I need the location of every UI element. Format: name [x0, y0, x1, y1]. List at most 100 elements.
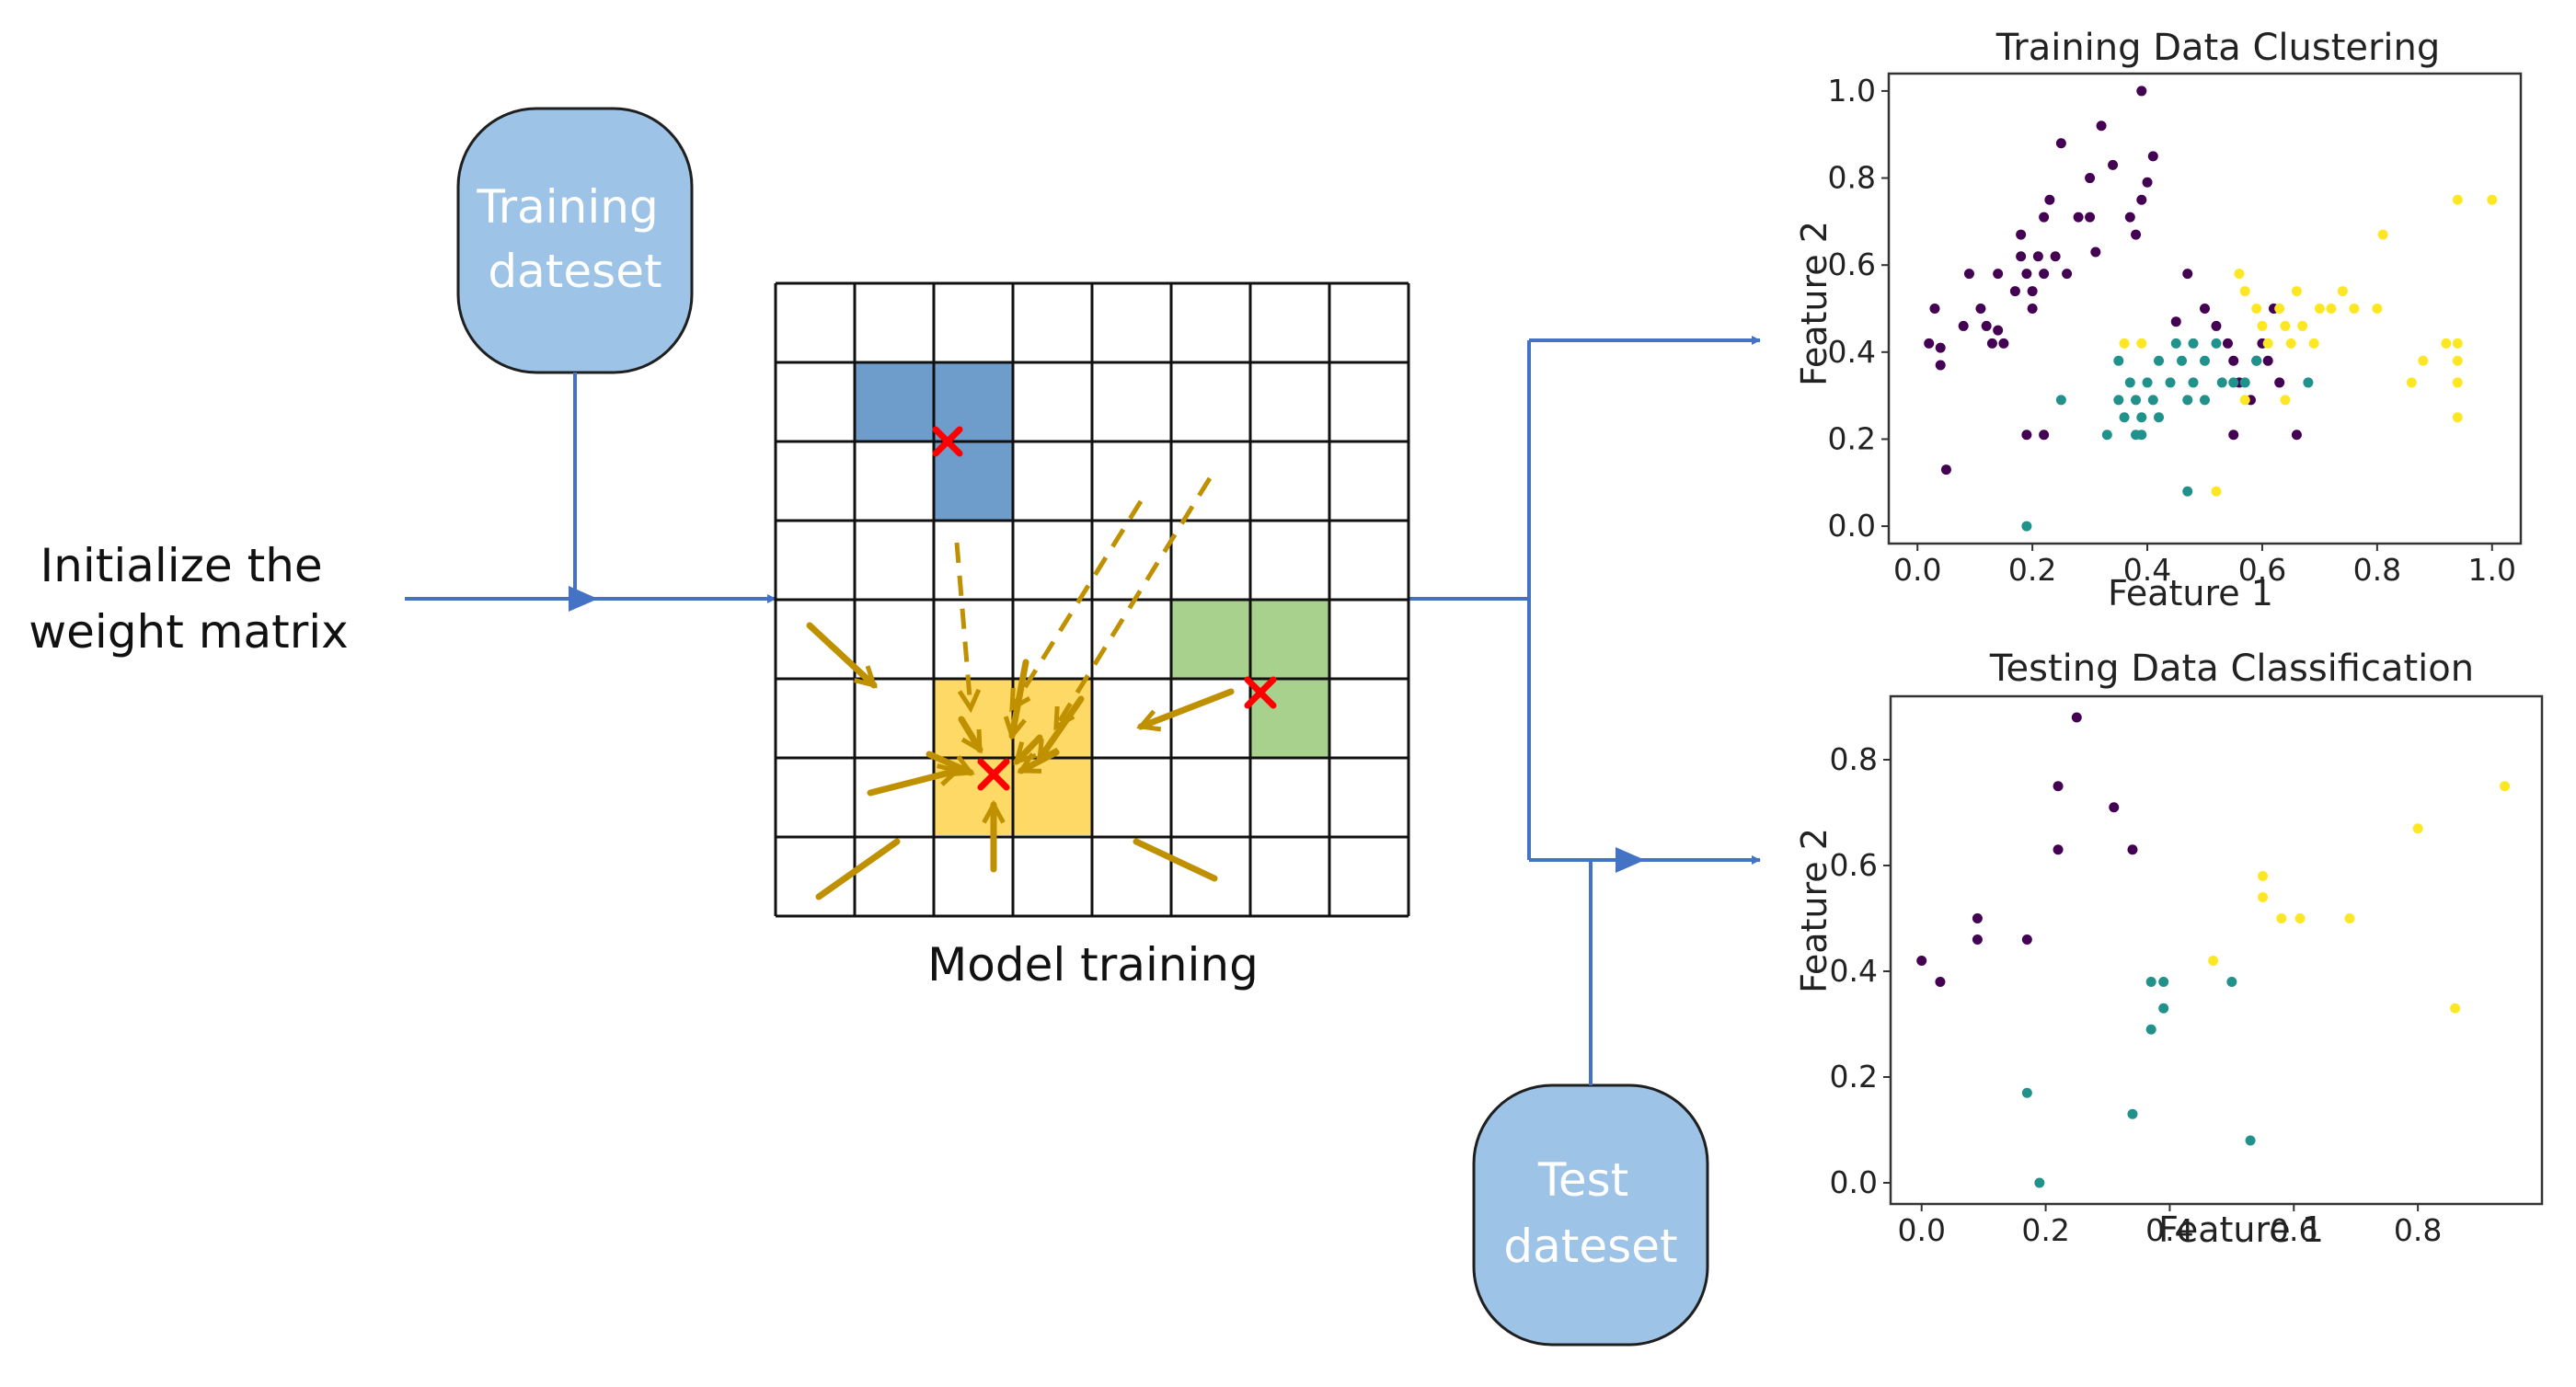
neighbor-arrow: [1013, 734, 1043, 765]
neighbor-arrowhead: [1136, 709, 1162, 732]
neighbor-arrow: [1137, 688, 1235, 730]
bmu-marker-green: [1244, 676, 1277, 709]
neighbor-arrow: [867, 767, 960, 797]
scatter-point: [2055, 395, 2066, 406]
y-tick-label: 0.2: [1830, 1059, 1878, 1095]
scatter-point: [2251, 304, 2262, 314]
svg-text:Training dateset: Training dateset: [476, 180, 673, 298]
scatter-point: [2009, 286, 2020, 297]
grid-cell-blue: [934, 441, 1013, 521]
scatter-point: [2073, 212, 2084, 223]
neighbor-arrow: [1133, 838, 1218, 882]
neighbor-arrowhead: [1037, 738, 1059, 763]
scatter-point: [2158, 1003, 2169, 1014]
scatter-point: [2216, 377, 2227, 388]
scatter-point: [2127, 1108, 2138, 1119]
y-tick-label: 1.0: [1828, 73, 1876, 109]
scatter-point: [1935, 977, 1946, 987]
x-tick-label: 0.2: [2008, 552, 2056, 588]
scatter-point: [2234, 269, 2245, 280]
x-tick-label: 1.0: [2468, 552, 2516, 588]
scatter-point: [2228, 377, 2239, 388]
training-chart-ylabel: Feature 2: [1794, 221, 1834, 386]
neighbor-arrowhead: [1053, 705, 1075, 731]
y-tick-label: 0.0: [1830, 1164, 1878, 1200]
scatter-point: [2039, 269, 2050, 280]
scatter-point: [2021, 269, 2032, 280]
scatter-point: [1916, 956, 1927, 966]
scatter-point: [2487, 194, 2498, 205]
scatter-point: [2108, 159, 2119, 170]
som-grid: [774, 281, 1410, 918]
scatter-point: [2291, 430, 2302, 441]
y-tick-label: 0.2: [1828, 420, 1876, 456]
scatter-point: [1998, 338, 2009, 349]
x-tick-label: 0.8: [2353, 552, 2401, 588]
scatter-point: [2222, 338, 2233, 349]
init-label-line-1: Initialize the: [40, 539, 322, 592]
scatter-point: [2452, 412, 2463, 423]
scatter-point: [2119, 412, 2130, 423]
scatter-point: [2337, 286, 2348, 297]
testing-chart-points: [1916, 712, 2511, 1188]
scatter-point: [1940, 464, 1951, 476]
y-tick-label: 0.8: [1830, 741, 1878, 777]
scatter-point: [2050, 251, 2061, 262]
scatter-point: [1981, 320, 1992, 331]
scatter-point: [2239, 395, 2250, 406]
scatter-point: [2027, 286, 2038, 297]
scatter-point: [2039, 430, 2050, 441]
initialize-weight-matrix-label: Initialize the weight matrix: [29, 539, 348, 659]
scatter-point: [2021, 521, 2032, 532]
scatter-point: [2021, 934, 2032, 945]
scatter-point: [1929, 304, 1940, 314]
scatter-point: [2044, 194, 2055, 205]
scatter-point: [2127, 844, 2138, 855]
scatter-point: [2142, 177, 2153, 188]
scatter-point: [2262, 355, 2273, 366]
bmu-markers: [932, 426, 1277, 791]
grid-lines: [774, 281, 1410, 918]
scatter-point: [2200, 395, 2210, 406]
scatter-point: [2032, 251, 2043, 262]
scatter-point: [2182, 486, 2193, 497]
bmu-marker-yellow: [977, 758, 1010, 791]
scatter-point: [2071, 712, 2082, 723]
scatter-point: [2136, 194, 2147, 205]
scatter-point: [2113, 355, 2124, 366]
scatter-point: [2349, 304, 2360, 314]
x-tick-label: 0.6: [2238, 552, 2286, 588]
scatter-point: [2276, 913, 2287, 923]
neighbor-arrowhead: [960, 728, 983, 754]
scatter-point: [2021, 430, 2032, 441]
testing-chart-ylabel: Feature 2: [1794, 828, 1834, 993]
scatter-point: [2372, 304, 2383, 314]
y-tick-label: 0.4: [1830, 953, 1878, 989]
x-tick-label: 0.0: [1893, 552, 1941, 588]
neighbor-arrow-dashed: [954, 542, 973, 709]
neighbor-arrow-dashed: [1053, 476, 1213, 728]
scatter-point: [2109, 802, 2120, 813]
neighbor-arrowhead: [1003, 716, 1027, 741]
scatter-point: [2274, 377, 2285, 388]
scatter-point: [2200, 304, 2210, 314]
scatter-point: [2303, 377, 2314, 388]
neighbor-arrowhead: [957, 688, 982, 714]
scatter-point: [2291, 286, 2302, 297]
scatter-point: [2096, 120, 2107, 132]
scatter-point: [2200, 355, 2210, 366]
training-node-line-2: dateset: [488, 245, 661, 298]
scatter-point: [2131, 229, 2142, 240]
scatter-point: [2406, 377, 2417, 388]
scatter-point: [2297, 320, 2308, 331]
scatter-point: [2314, 304, 2325, 314]
neighbor-arrow: [1008, 659, 1029, 739]
scatter-point: [2124, 212, 2135, 223]
scatter-point: [1972, 934, 1983, 945]
scatter-point: [2245, 1135, 2256, 1146]
scatter-point: [2258, 871, 2269, 881]
scatter-point: [2053, 844, 2064, 855]
